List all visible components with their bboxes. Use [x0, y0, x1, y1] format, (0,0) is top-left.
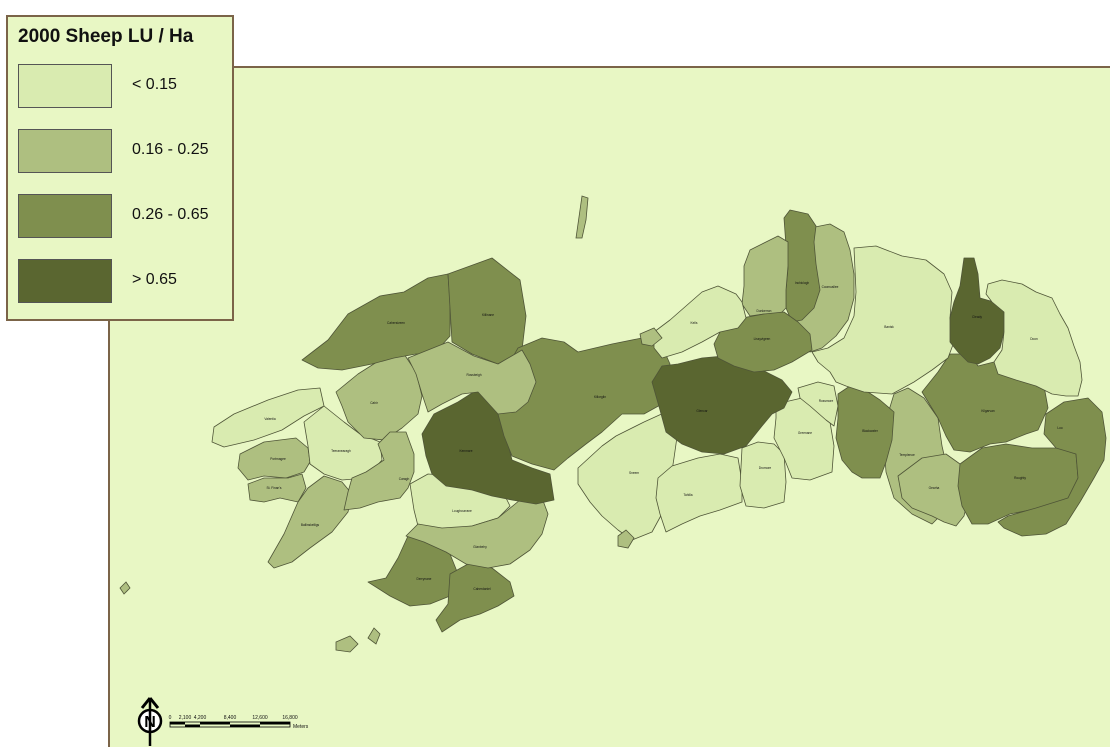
- region-label: Templenoe: [899, 453, 915, 457]
- region-label: Rossbeigh: [466, 373, 481, 377]
- region-label: Cahir: [370, 401, 379, 405]
- map-island: [335, 635, 359, 653]
- scale-tick-label: 8,400: [224, 715, 237, 721]
- map-island: [617, 529, 635, 549]
- region-label: Killorglin: [594, 395, 606, 399]
- region-label: Kenmare: [460, 449, 473, 453]
- region-label: Doon: [1030, 337, 1038, 341]
- scale-tick-label: 0: [169, 715, 172, 721]
- legend-label: < 0.15: [132, 76, 177, 93]
- north-letter: N: [144, 714, 156, 731]
- island-layer: [119, 195, 663, 653]
- region-label: Dunkerron: [757, 309, 772, 313]
- map-island: [575, 195, 589, 239]
- region-label: Dromore: [759, 466, 772, 470]
- map-region: [985, 279, 1083, 397]
- region-label: Tahilla: [683, 493, 692, 497]
- map-region: [301, 273, 451, 371]
- region-label: Gearha: [929, 486, 940, 490]
- map-region: [405, 497, 549, 569]
- map-region: [407, 341, 537, 415]
- legend-label: 0.16 - 0.25: [132, 141, 209, 158]
- scale-tick-label: 12,600: [252, 715, 268, 721]
- north-arrow-icon: N: [137, 697, 163, 746]
- region-label: Glanbehy: [473, 545, 487, 549]
- region-label: Roughty: [1014, 476, 1026, 480]
- region-label: Banisk: [884, 325, 894, 329]
- map-region: [655, 453, 743, 533]
- region-label: Rossmore: [819, 399, 834, 403]
- map-region: [783, 209, 821, 323]
- map-region: [741, 235, 789, 317]
- region-label: Loo: [1057, 426, 1063, 430]
- region-label: Coomcallee: [822, 285, 839, 289]
- map-region: [343, 431, 415, 511]
- map-region: [211, 387, 325, 448]
- legend-item: 0.16 - 0.25: [18, 129, 228, 177]
- legend-swatch: [18, 64, 112, 108]
- legend-item: < 0.15: [18, 64, 228, 112]
- map-region: [897, 453, 969, 527]
- scale-bar-segment: [185, 724, 200, 727]
- region-label: Cahersiveen: [387, 321, 405, 325]
- scale-unit-label: Meters: [293, 724, 309, 730]
- scale-bar-segment: [260, 722, 290, 725]
- region-label: Ballinskelligs: [301, 523, 320, 527]
- map-region: [237, 437, 311, 481]
- region-label: Lissyvigeen: [754, 337, 771, 341]
- region-label: Loughcurrane: [452, 509, 472, 513]
- region-label: Killinane: [482, 313, 494, 317]
- map-region: [247, 473, 307, 503]
- legend-swatch: [18, 129, 112, 173]
- region-label: Greenane: [798, 431, 812, 435]
- region-label: Derrynane: [417, 577, 432, 581]
- map-region: [949, 257, 1005, 365]
- legend-swatch: [18, 194, 112, 238]
- region-label: Valentia: [264, 417, 276, 421]
- region-label: Kilgarvan: [981, 409, 995, 413]
- legend-swatch: [18, 259, 112, 303]
- legend-label: > 0.65: [132, 271, 177, 288]
- legend: 2000 Sheep LU / Ha < 0.15 0.16 - 0.25 0.…: [6, 15, 234, 321]
- region-label: Sneem: [629, 471, 639, 475]
- region-label: Kells: [691, 321, 698, 325]
- region-label: Caherdaniel: [473, 587, 490, 591]
- map-region: [997, 397, 1107, 537]
- scale-tick-label: 4,200: [194, 715, 207, 721]
- map-region: [493, 337, 671, 471]
- region-label: Glencar: [696, 409, 708, 413]
- map-island: [639, 327, 663, 347]
- map-region: [739, 441, 787, 509]
- scale-bar-segment: [230, 724, 260, 727]
- map-region: [811, 245, 955, 395]
- region-label: Caragh: [399, 477, 410, 481]
- scale-bar-segment: [200, 722, 230, 725]
- region-label: Cleady: [972, 315, 982, 319]
- region-label: Teeranearagh: [331, 449, 351, 453]
- region-label: Blackwater: [862, 429, 879, 433]
- scale-tick-label: 16,800: [282, 715, 298, 721]
- legend-item: 0.26 - 0.65: [18, 194, 228, 242]
- scale-bar-segment: [170, 722, 185, 725]
- legend-label: 0.26 - 0.65: [132, 206, 209, 223]
- map-island: [119, 581, 131, 595]
- map-region: [835, 385, 895, 479]
- region-label: St. Finan's: [267, 486, 282, 490]
- scale-tick-label: 2,100: [179, 715, 192, 721]
- map-island: [367, 627, 381, 645]
- legend-title: 2000 Sheep LU / Ha: [18, 26, 194, 47]
- map-region: [797, 381, 839, 427]
- region-label: Portmagee: [270, 457, 286, 461]
- legend-item: > 0.65: [18, 259, 228, 307]
- scale-bar-outline: [169, 721, 291, 728]
- region-label: Inchiclogh: [795, 281, 810, 285]
- map-region: [651, 355, 793, 455]
- map-region: [653, 285, 747, 359]
